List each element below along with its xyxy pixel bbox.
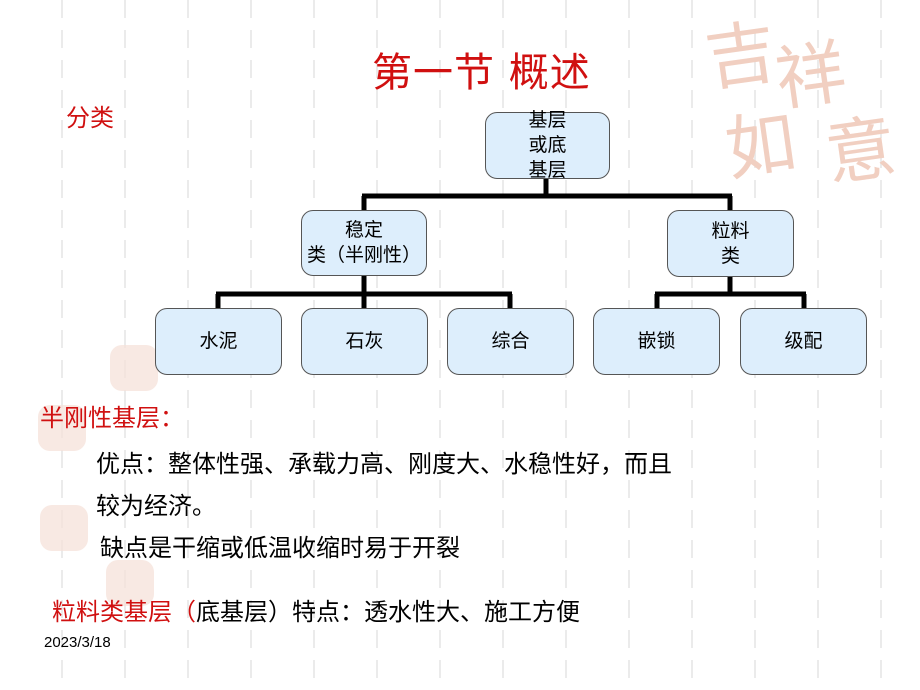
tree-node-root: 基层 或底 基层 [485, 109, 610, 181]
tree-node-lime: 石灰 [301, 308, 428, 375]
tree-node-cement: 水泥 [155, 308, 282, 375]
slide-date: 2023/3/18 [44, 634, 111, 651]
granular-heading: 粒料类基层（ [52, 598, 196, 626]
granular-features: 底基层）特点：透水性大、施工方便 [196, 598, 580, 626]
decorative-seal [106, 560, 154, 606]
decorative-seal [40, 505, 88, 551]
slide-title: 第一节 概述 [372, 50, 591, 96]
semi-rigid-heading: 半刚性基层： [40, 404, 184, 432]
tree-node-composite: 综合 [447, 308, 574, 375]
classify-label: 分类 [66, 104, 114, 132]
granular-base-line: 粒料类基层（底基层）特点：透水性大、施工方便 [52, 592, 580, 627]
tree-node-grading: 级配 [740, 308, 867, 375]
disadvantages-line: 缺点是干缩或低温收缩时易于开裂 [100, 534, 460, 562]
advantages-line-2: 较为经济。 [96, 492, 216, 520]
decorative-seal [38, 405, 86, 451]
decorative-seal [110, 345, 158, 391]
tree-node-stable: 稳定 类（半刚性） [301, 210, 427, 276]
advantages-line-1: 优点：整体性强、承载力高、刚度大、水稳性好，而且 [96, 450, 672, 478]
tree-node-interlock: 嵌锁 [593, 308, 720, 375]
tree-node-granular: 粒料 类 [667, 210, 794, 277]
